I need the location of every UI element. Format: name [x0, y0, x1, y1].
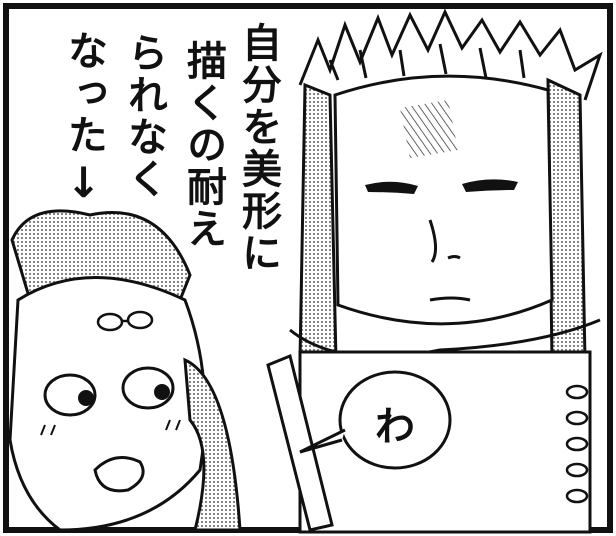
man-mouth: [429, 296, 471, 302]
woman-blush: [40, 419, 181, 436]
woman-glasses: [96, 310, 154, 332]
man-hair: [298, 8, 603, 101]
man-eye-left: [365, 181, 418, 194]
speech-bubble: [338, 370, 452, 470]
man-forehead-shading: [400, 100, 458, 158]
man-hair-right: [546, 77, 587, 362]
narration-column-2: 描くの耐え: [180, 40, 226, 250]
man-collar: [289, 318, 601, 359]
pencil: [266, 353, 334, 532]
narration-column-1: 自分を美形に: [235, 22, 281, 274]
woman-face: [8, 276, 207, 532]
sketchbook-spiral: [565, 384, 589, 504]
down-arrow-icon: ↓: [66, 158, 102, 207]
man-hair-left: [298, 82, 338, 362]
narration-column-3: られなく: [121, 32, 167, 200]
man-face: [333, 74, 554, 326]
speech-bubble-tail: [299, 428, 346, 454]
narration-column-4: なった: [61, 30, 107, 156]
speech-bubble-text: わ: [375, 404, 415, 450]
man-eye-right: [462, 179, 518, 192]
woman-mouth: [93, 456, 145, 493]
woman-shoulder: [183, 357, 242, 532]
man-nose: [428, 219, 461, 263]
